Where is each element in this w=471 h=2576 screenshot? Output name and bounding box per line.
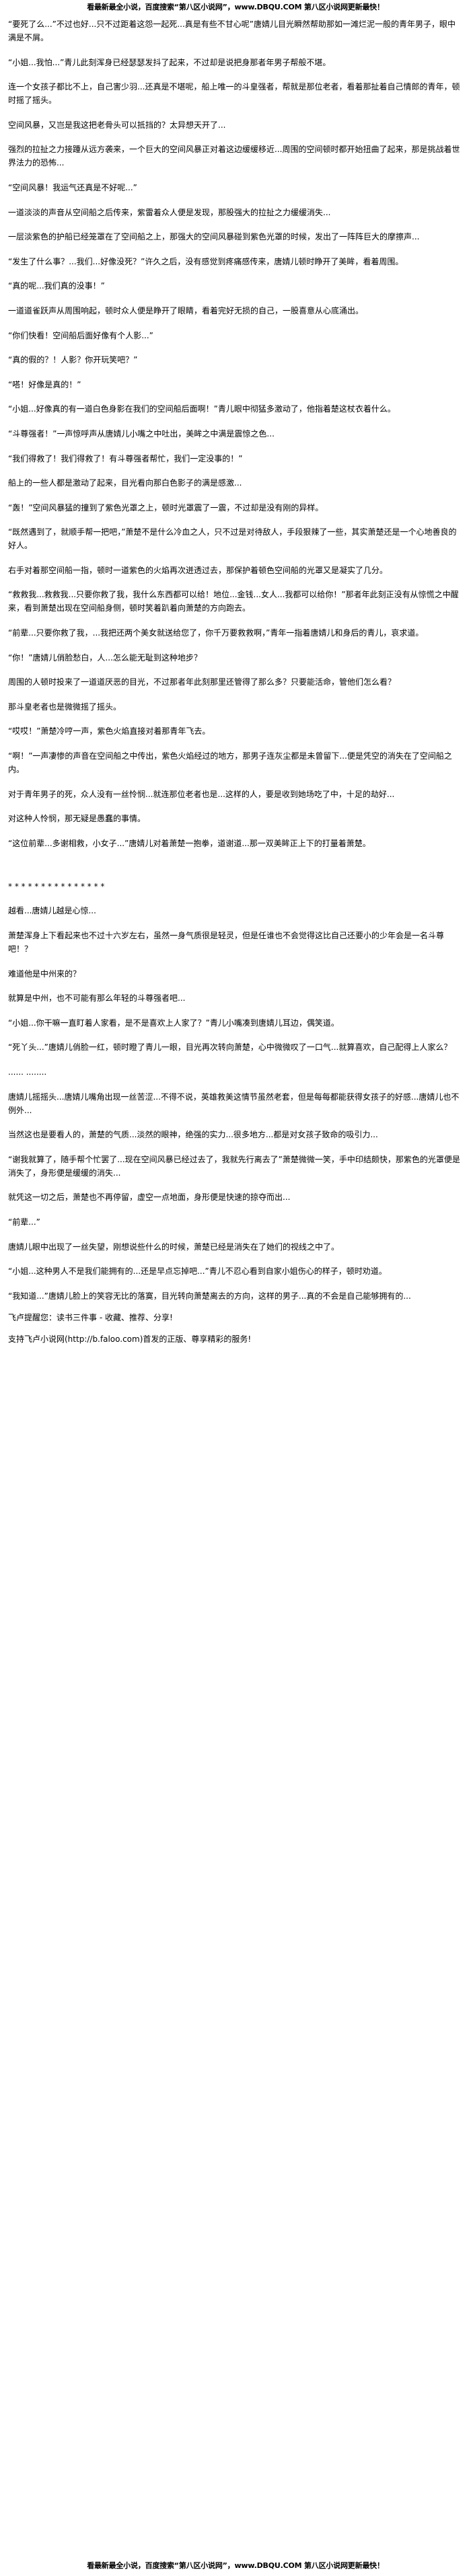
bottom-banner: 看最新最全小说，百度搜索“第八区小说网”，www.DBQU.COM 第八区小说网…: [87, 2561, 384, 2570]
paragraph: 一道道雀跃声从周围响起，顿时众人便是睁开了眼睛，看着完好无损的自己，一股喜意从心…: [8, 305, 364, 315]
paragraph: “前辈...”: [8, 1217, 40, 1227]
paragraph: 一道淡淡的声音从空间船之后传来，紫雷着众人便是发现，那股强大的拉扯之力缓缓消失.…: [8, 207, 331, 217]
paragraph: “真的呢...我们真的没事！”: [8, 281, 105, 291]
paragraph: 难道他是中州来的？: [8, 969, 81, 979]
paragraph: “斗尊强者！”一声惊呼声从唐婧儿小嘴之中吐出，美眸之中满是震惊之色...: [8, 428, 275, 439]
support-note: 支持飞卢小说网(http://b.faloo.com)首发的正版、尊享精彩的服务…: [8, 1334, 252, 1344]
paragraph: 强烈的拉扯之力接踵从远方袭来，一个巨大的空间风暴正对着这边缓缓移近...周围的空…: [8, 145, 460, 168]
paragraph: “谢我就算了，随手帮个忙罢了...现在空间风暴已经过去了，我就先行离去了”萧楚微…: [8, 1154, 460, 1178]
paragraph: “小姐...好像真的有一道白色身影在我们的空间船后面啊！”青儿眼中彻猛多激动了，…: [8, 404, 396, 414]
paragraph: 空间风暴，又岂是我这把老骨头可以抵挡的？太异想天开了...: [8, 120, 226, 130]
paragraph: 对于青年男子的死，众人没有一丝怜悯...就连那位老者也是...这样的人，要是收到…: [8, 789, 395, 799]
paragraph: “你们快看！空间船后面好像有个人影...”: [8, 330, 153, 340]
paragraph: 唐婧儿眼中出现了一丝失望，刚想说些什么的时候，萧楚已经是消失在了她们的视线之中了…: [8, 1242, 340, 1252]
paragraph: “空间风暴！我运气还真是不好呢...”: [8, 182, 137, 192]
paragraph: “发生了什么事？...我们...好像没死？”许久之后，没有感觉到疼痛感传来，唐婧…: [8, 256, 404, 266]
paragraph: “啊！”一声凄惨的声音在空间船之中传出，紫色火焰经过的地方，那男子连灰尘都是未曾…: [8, 751, 452, 775]
paragraph: 对这种人怜悯，那无疑是愚蠢的事情。: [8, 814, 146, 824]
paragraph: “我知道...”唐婧儿脸上的笑容无比的落寞，目光转向萧楚离去的方向，这样的男子.…: [8, 1291, 411, 1301]
paragraph: 当然这也是要看人的，萧楚的气质...淡然的眼神，绝强的实力...很多地方...都…: [8, 1130, 378, 1140]
paragraph: 船上的一些人都是激动了起来，目光看向那白色影子的满是感激...: [8, 478, 242, 488]
chapter-content: “要死了么...”不过也好...只不过距着这怨一起死...真是有些不甘心呢”唐婧…: [8, 17, 463, 1357]
paragraph: 就凭这一切之后，萧楚也不再停留，虚空一点地面，身形便是快速的掠夺而出...: [8, 1192, 291, 1203]
paragraph: 那斗皇老者也是微微摇了摇头。: [8, 702, 122, 712]
paragraph: “这位前辈...多谢相救，小女子...”唐婧儿对着萧楚一抱拳，道谢道...那一双…: [8, 838, 371, 848]
paragraph: “轰！”空间风暴猛的撞到了紫色光罩之上，顿时光罩震了一震，不过却是没有刚的异样。: [8, 502, 324, 513]
paragraph: “真的假的？！人影？你开玩笑吧？”: [8, 355, 138, 365]
paragraph: 连一个女孩子都比不上，自己害少羽...还真是不堪呢，船上唯一的斗皇强者，帮就是那…: [8, 82, 460, 106]
paragraph: “小姐...我怕...”青儿此刻浑身已经瑟瑟发抖了起来，不过却是说把身那者年男子…: [8, 57, 331, 67]
paragraph: “嗒！好像是真的！”: [8, 379, 81, 389]
paragraph: 周围的人顿时投来了一道道厌恶的目光，不过那者年此刻那里还管得了那么多？只要能活命…: [8, 677, 396, 687]
paragraph: 越看...唐婧儿越是心惊...: [8, 906, 96, 916]
paragraph: “死丫头...”唐婧儿俏脸一红，顿时瞪了青儿一眼，目光再次转向萧楚，心中微微叹了…: [8, 1043, 452, 1053]
paragraph: “我们得救了！我们得救了！有斗尊强者帮忙，我们一定没事的！”: [8, 453, 243, 463]
paragraph: 唐婧儿摇摇头...唐婧儿嘴角出现一丝苦涩...不得不说，英雄救美这情节虽然老套，…: [8, 1092, 460, 1115]
paragraph: “既然遇到了，就顺手帮一把吧，”萧楚不是什么冷血之人，只不过是对待敌人，手段狠辣…: [8, 527, 457, 551]
paragraph: 萧楚浑身上下看起来也不过十六岁左右，虽然一身气质很是轻灵，但是任谁也不会觉得这比…: [8, 931, 445, 954]
reader-reminder: 飞卢提醒您：读书三件事 - 收藏、推荐、分享!: [8, 1312, 173, 1322]
paragraph: “前辈...只要你救了我，...我把还两个美女就送给您了，你千万要救救啊，”青年…: [8, 628, 424, 638]
section-separator: ...... ........: [8, 1067, 47, 1077]
paragraph: “救救我...救救我...只要你救了我，我什么东西都可以给！地位...金钱...…: [8, 590, 459, 613]
paragraph: “你！”唐婧儿俏脸愁白，人...怎么能无耻到这种地步？: [8, 652, 202, 662]
paragraph: 右手对着那空间船一指，顿时一道紫色的火焰再次迸透过去，那保护着顿色空间船的光罩又…: [8, 565, 388, 575]
section-separator: * * * * * * * * * * * * * * *: [8, 881, 105, 891]
paragraph: “小姐...你干嘛一直盯着人家看，是不是喜欢上人家了？”青儿小嘴凑到唐婧儿耳边，…: [8, 1018, 339, 1028]
paragraph: “小姐...这种男人不是我们能拥有的...还是早点忘掉吧...”青儿不忍心看到自…: [8, 1266, 387, 1277]
top-banner: 看最新最全小说，百度搜索“第八区小说网”，www.DBQU.COM 第八区小说网…: [87, 3, 384, 11]
paragraph: 一层淡紫色的护船已经笼罩在了空间船之上，那强大的空间风暴碰到紫色光罩的时候，发出…: [8, 232, 420, 242]
paragraph: “哎哎！”萧楚冷哼一声，紫色火焰直接对着那青年飞去。: [8, 726, 211, 736]
paragraph: 就算是中州，也不可能有那么年轻的斗尊强者吧...: [8, 993, 186, 1003]
paragraph: “要死了么...”不过也好...只不过距着这怨一起死...真是有些不甘心呢”唐婧…: [8, 20, 456, 42]
